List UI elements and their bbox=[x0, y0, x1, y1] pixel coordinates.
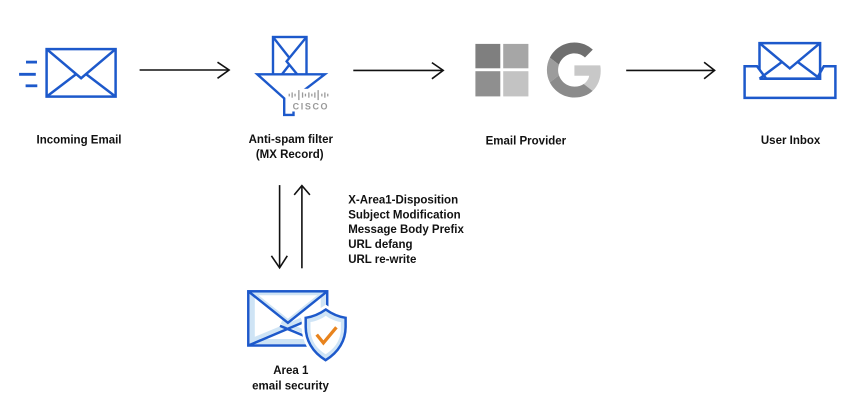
svg-text:(MX Record): (MX Record) bbox=[256, 149, 324, 161]
svg-text:Email Provider: Email Provider bbox=[486, 135, 567, 147]
svg-text:Subject Modification: Subject Modification bbox=[348, 209, 460, 221]
svg-text:X-Area1-Disposition: X-Area1-Disposition bbox=[348, 195, 458, 207]
svg-text:Area 1: Area 1 bbox=[273, 365, 309, 377]
svg-text:URL re-write: URL re-write bbox=[348, 254, 416, 266]
svg-text:URL defang: URL defang bbox=[348, 239, 412, 251]
svg-text:email security: email security bbox=[252, 381, 329, 393]
svg-text:User Inbox: User Inbox bbox=[761, 135, 821, 147]
svg-text:CISCO: CISCO bbox=[293, 101, 330, 111]
svg-text:Incoming Email: Incoming Email bbox=[37, 135, 122, 147]
svg-text:Anti-spam filter: Anti-spam filter bbox=[249, 134, 334, 146]
svg-text:Message Body Prefix: Message Body Prefix bbox=[348, 224, 464, 236]
